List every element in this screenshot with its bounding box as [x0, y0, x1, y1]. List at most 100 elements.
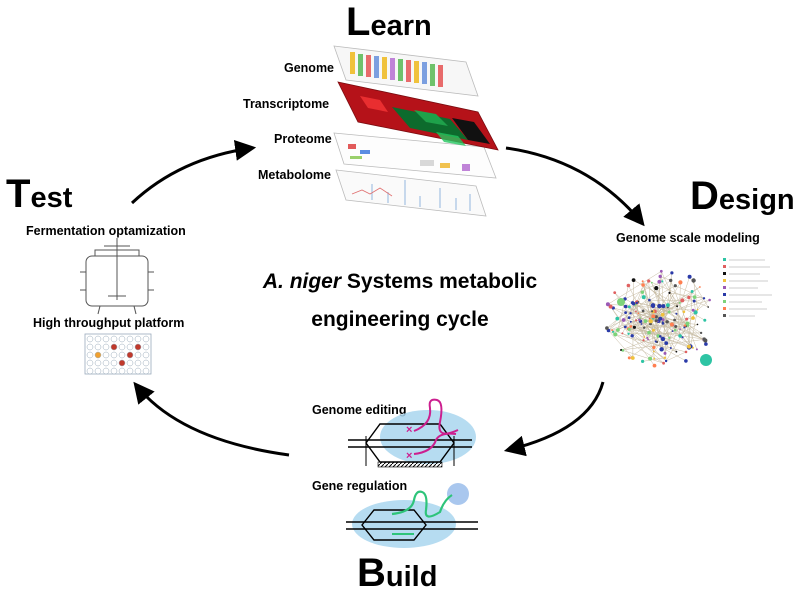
network-node [691, 290, 694, 293]
network-node [630, 321, 632, 323]
network-node [659, 335, 662, 338]
network-hub-node [700, 354, 712, 366]
network-node [670, 323, 674, 327]
network-node [638, 319, 641, 322]
gene-regulation-diagram [346, 483, 478, 548]
plate-well [103, 360, 109, 366]
network-node [642, 280, 644, 282]
network-node [703, 297, 705, 299]
plate-well [119, 368, 125, 374]
network-node [628, 356, 631, 359]
plate-well [119, 336, 125, 342]
network-node [666, 303, 670, 307]
network-node [605, 326, 609, 330]
network-node [622, 318, 626, 322]
network-node [666, 320, 669, 323]
network-node [654, 286, 658, 290]
plate-well [135, 344, 141, 350]
network-node [624, 326, 627, 329]
network-node [670, 347, 672, 349]
omics-stack [334, 46, 498, 216]
metabolic-network [605, 258, 772, 368]
network-node [680, 298, 684, 302]
network-node [662, 362, 665, 365]
plate-well [135, 368, 141, 374]
plate-well [87, 360, 93, 366]
network-node [637, 313, 639, 315]
network-node [661, 337, 665, 341]
plate-well [103, 352, 109, 358]
network-node [651, 303, 655, 307]
network-node [644, 319, 648, 323]
network-node [643, 327, 645, 329]
network-node [628, 316, 631, 319]
arrow-build-to-test [136, 385, 289, 455]
plate-well [135, 360, 141, 366]
network-node [631, 334, 634, 337]
plate-well [111, 368, 117, 374]
network-node [707, 306, 709, 308]
network-node [615, 317, 619, 321]
network-node [633, 326, 636, 329]
network-node [688, 275, 692, 279]
network-node [670, 271, 673, 274]
network-node [631, 301, 634, 304]
plate-well [143, 344, 149, 350]
plate-well [103, 368, 109, 374]
network-node [647, 339, 649, 341]
network-node [676, 351, 678, 353]
network-node [679, 302, 681, 304]
network-node [665, 360, 667, 362]
network-node [672, 330, 674, 332]
plate-well [103, 336, 109, 342]
network-node [616, 328, 620, 332]
network-node [661, 280, 663, 282]
network-node [696, 348, 698, 350]
network-node [659, 275, 662, 278]
network-node [657, 280, 661, 284]
plate-well [87, 336, 93, 342]
network-node [627, 333, 629, 335]
network-node [704, 342, 708, 346]
network-node [653, 364, 657, 368]
arrow-learn-to-design [506, 148, 642, 223]
plate-well [127, 344, 133, 350]
network-node [657, 304, 661, 308]
network-node [685, 322, 689, 326]
plate-well [127, 368, 133, 374]
network-node [683, 310, 686, 313]
network-node [697, 309, 699, 311]
plate-well [111, 352, 117, 358]
arrow-test-to-learn [132, 148, 252, 203]
network-node [687, 296, 690, 299]
well-plate [85, 334, 151, 374]
plate-well [95, 344, 101, 350]
network-node [624, 311, 627, 314]
plate-well [143, 352, 149, 358]
network-node [668, 311, 671, 314]
plate-well [103, 344, 109, 350]
network-node [638, 301, 640, 303]
cut-mark-bottom: × [406, 450, 412, 462]
network-node [647, 331, 651, 335]
network-node [642, 310, 645, 313]
network-node [678, 280, 682, 284]
plate-well [87, 368, 93, 374]
plate-well [87, 344, 93, 350]
network-node [659, 317, 663, 321]
plate-well [143, 368, 149, 374]
network-node [685, 351, 688, 354]
plate-well [95, 336, 101, 342]
network-node [664, 352, 667, 355]
network-node [641, 291, 644, 294]
arrow-design-to-build [508, 382, 603, 450]
plate-well [111, 360, 117, 366]
network-node [655, 340, 657, 342]
plate-well [95, 360, 101, 366]
plate-well [95, 352, 101, 358]
network-node [673, 319, 676, 322]
plate-well [111, 344, 117, 350]
plate-well [119, 344, 125, 350]
network-node [651, 310, 653, 312]
